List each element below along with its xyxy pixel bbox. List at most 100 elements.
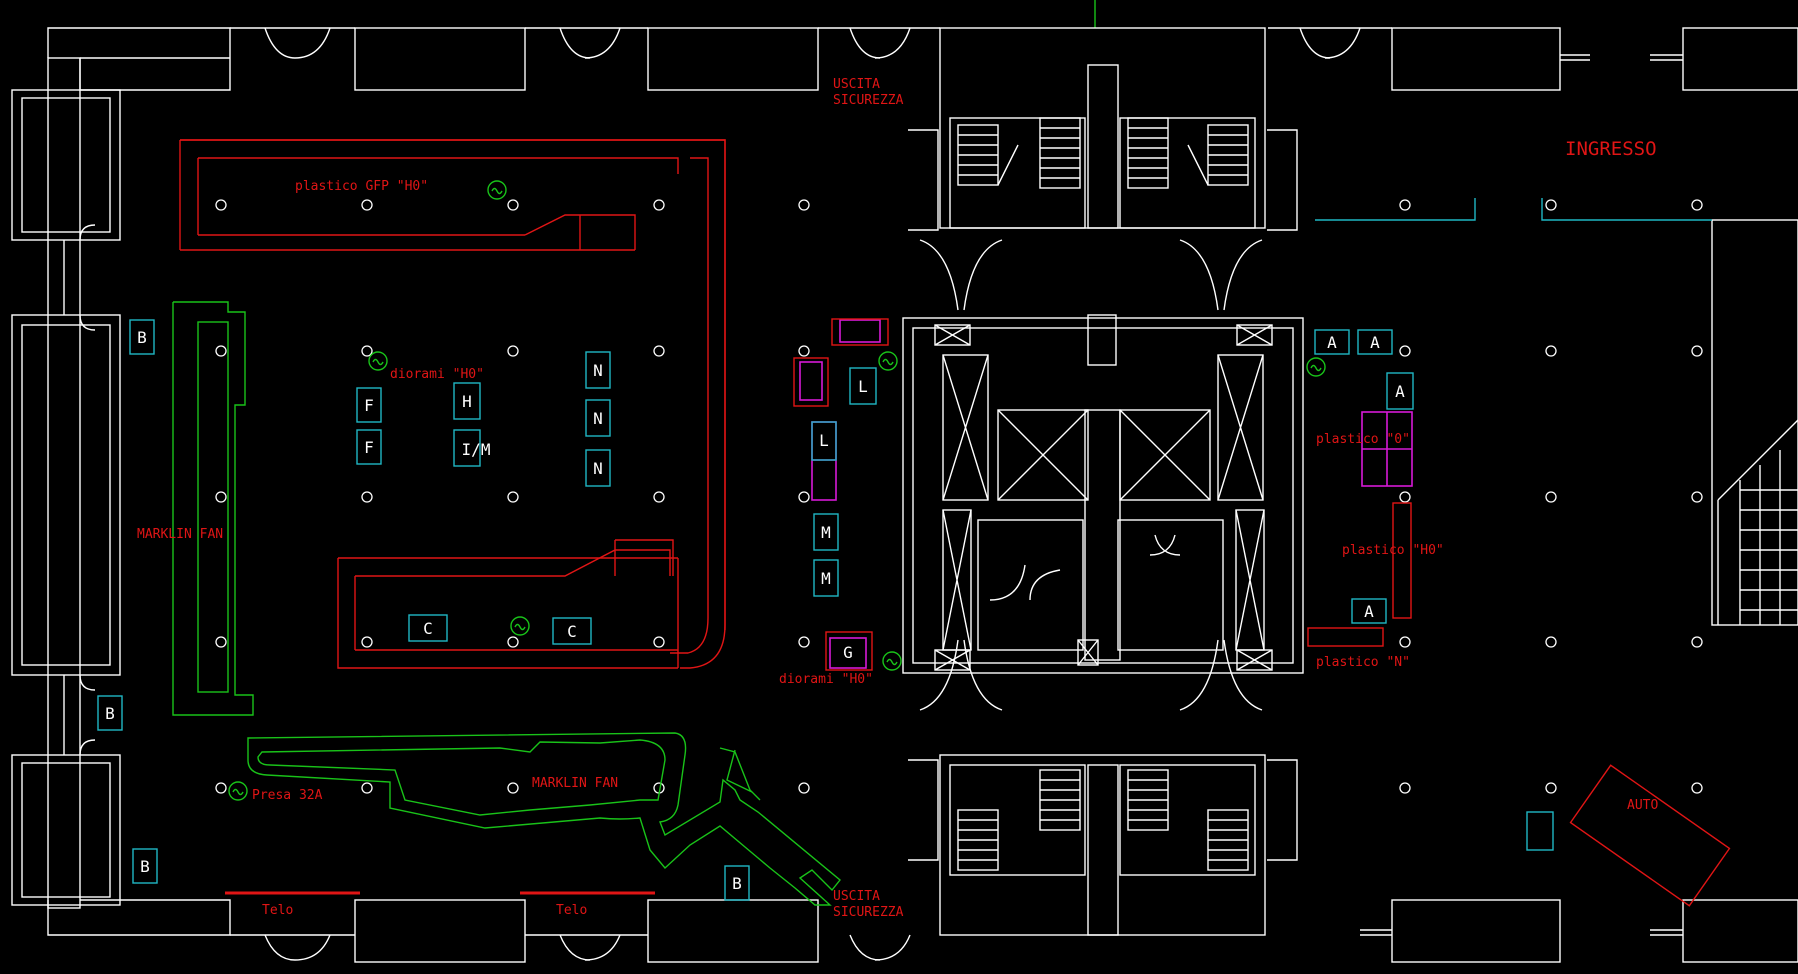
stand-b-4[interactable]: B — [724, 865, 750, 901]
marklin-fan-layout-bottom — [247, 732, 841, 906]
column-icon — [653, 199, 665, 211]
stand-f-1[interactable]: F — [356, 387, 382, 423]
column-icon — [507, 782, 519, 794]
stand-f-2[interactable]: F — [356, 429, 382, 465]
stand-g[interactable]: G — [843, 643, 853, 662]
stand-a-2[interactable]: A — [1357, 329, 1393, 355]
columns — [215, 199, 1703, 794]
column-icon — [361, 491, 373, 503]
stand-b-1-label: B — [137, 328, 147, 347]
plastico-h0-right-table — [1392, 502, 1412, 619]
column-icon — [1545, 345, 1557, 357]
plastico-gfp-layout — [179, 139, 726, 669]
stand-unlabeled[interactable] — [1526, 811, 1554, 851]
column-icon — [361, 199, 373, 211]
stand-c-1[interactable]: C — [408, 614, 448, 642]
stand-l-2-label: L — [819, 431, 829, 450]
stand-h[interactable]: H — [453, 382, 481, 420]
power-outlet-icon — [228, 781, 248, 801]
stand-b-3[interactable]: B — [132, 848, 158, 884]
column-icon — [653, 491, 665, 503]
stand-n-1[interactable]: N — [585, 351, 611, 389]
stand-a-1[interactable]: A — [1314, 329, 1350, 355]
stand-i-m[interactable]: I/M — [453, 429, 491, 467]
column-icon — [1545, 199, 1557, 211]
column-icon — [1545, 636, 1557, 648]
stand-b-3-label: B — [140, 857, 150, 876]
stand-n-2-label: N — [593, 409, 603, 428]
staircase-icon — [1717, 419, 1798, 625]
power-outlets — [228, 180, 1326, 801]
column-icon — [798, 636, 810, 648]
presa-32a-label: Presa 32A — [252, 788, 323, 803]
stand-m-1[interactable]: M — [813, 513, 839, 551]
column-icon — [361, 782, 373, 794]
column-icon — [1399, 782, 1411, 794]
stand-b-1[interactable]: B — [129, 319, 155, 355]
stand-b-2-label: B — [105, 704, 115, 723]
column-icon — [215, 345, 227, 357]
stand-l-1[interactable]: L — [849, 367, 877, 405]
power-outlet-icon — [368, 351, 388, 371]
column-icon — [215, 636, 227, 648]
power-outlet-icon — [882, 651, 902, 671]
uscita-sicurezza-top-line2: SICUREZZA — [833, 93, 904, 108]
telo-label-2: Telo — [556, 903, 587, 918]
power-outlet-icon — [878, 351, 898, 371]
outer-walls — [11, 0, 1798, 963]
stand-l-2[interactable]: L — [811, 421, 837, 461]
stand-c-2-label: C — [567, 622, 577, 641]
stand-a-3[interactable]: A — [1386, 372, 1414, 410]
door-swing-icon — [919, 239, 1263, 711]
plastico-h0-right-label: plastico "H0" — [1342, 543, 1444, 558]
column-icon — [507, 199, 519, 211]
ingresso-barrier — [1315, 198, 1712, 221]
column-icon — [1691, 491, 1703, 503]
stand-g-label: G — [843, 643, 853, 662]
column-icon — [1399, 199, 1411, 211]
column-icon — [507, 491, 519, 503]
stand-n-3-label: N — [593, 459, 603, 478]
column-icon — [1399, 345, 1411, 357]
stand-i-m-label: I/M — [462, 440, 491, 459]
column-icon — [1691, 782, 1703, 794]
column-icon — [215, 199, 227, 211]
uscita-sicurezza-bottom-line2: SICUREZZA — [833, 905, 904, 920]
stand-b-4-label: B — [732, 874, 742, 893]
column-icon — [798, 199, 810, 211]
column-icon — [507, 636, 519, 648]
stand-f-1-label: F — [364, 396, 374, 415]
stand-c-1-label: C — [423, 619, 433, 638]
stand-h-label: H — [462, 392, 472, 411]
auto-label: AUTO — [1627, 798, 1658, 813]
stand-b-2[interactable]: B — [97, 695, 123, 731]
column-icon — [215, 491, 227, 503]
stand-n-3[interactable]: N — [585, 449, 611, 487]
stand-m-2-label: M — [821, 569, 831, 588]
column-icon — [653, 636, 665, 648]
staircase-icon — [957, 117, 1249, 189]
marklin-fan-left-label: MARKLIN FAN — [137, 527, 223, 542]
plastico-n-table — [1307, 627, 1384, 647]
stand-c-2[interactable]: C — [552, 617, 592, 645]
stand-l-1-label: L — [858, 377, 868, 396]
power-outlet-icon — [510, 616, 530, 636]
stand-a-1-label: A — [1327, 333, 1337, 352]
column-icon — [507, 345, 519, 357]
power-outlet-icon — [1306, 357, 1326, 377]
column-icon — [653, 345, 665, 357]
column-icon — [1691, 636, 1703, 648]
diorami-h0-lower-label: diorami "H0" — [779, 672, 873, 687]
auto-exhibit — [1569, 764, 1731, 907]
stand-n-2[interactable]: N — [585, 399, 611, 437]
marklin-fan-layout-left — [172, 301, 254, 716]
column-icon — [215, 782, 227, 794]
column-icon — [1545, 491, 1557, 503]
plastico-0-label: plastico "0" — [1316, 432, 1410, 447]
magenta-stands — [793, 318, 1413, 671]
stand-a-4-label: A — [1364, 602, 1374, 621]
stand-m-2[interactable]: M — [813, 559, 839, 597]
column-icon — [798, 782, 810, 794]
stand-a-4[interactable]: A — [1351, 598, 1387, 624]
